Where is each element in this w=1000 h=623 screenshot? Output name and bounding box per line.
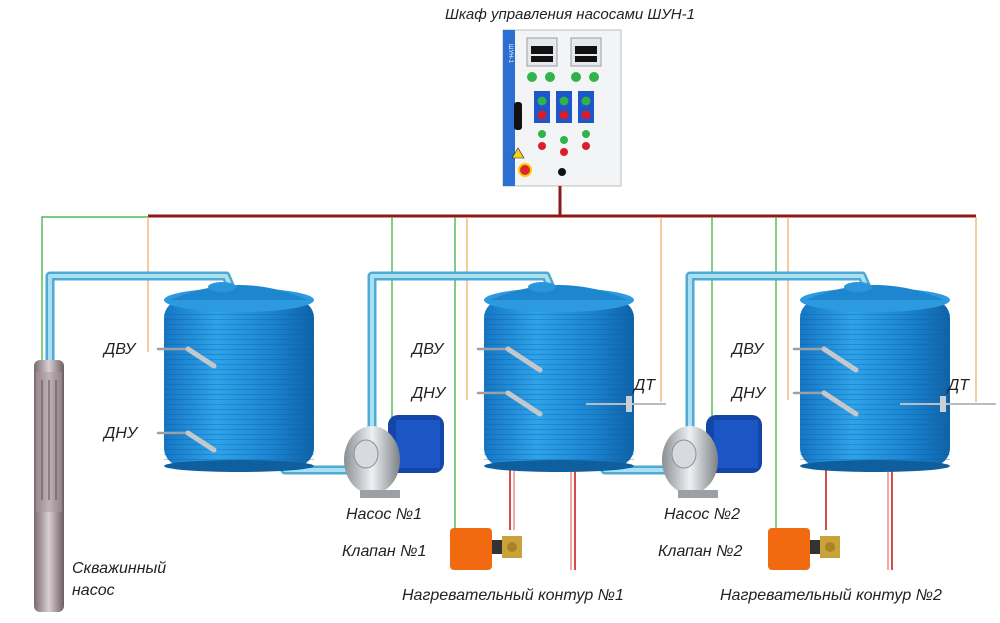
tank-1 bbox=[164, 282, 314, 472]
control-cabinet: ШУН-1 bbox=[502, 29, 622, 187]
heating-circuit-1-label: Нагревательный контур №1 bbox=[402, 587, 624, 604]
tank-3-temp-sensor-label: ДТ bbox=[948, 377, 970, 394]
control-cabinet-title: Шкаф управления насосами ШУН-1 bbox=[445, 6, 695, 23]
valve-2-label: Клапан №2 bbox=[658, 543, 743, 560]
power-bus bbox=[148, 186, 976, 218]
valve-1 bbox=[450, 528, 522, 570]
tank-3 bbox=[800, 282, 950, 472]
borehole-pump-label: Скважинный насос bbox=[72, 558, 166, 602]
tank-3-upper-sensor-label: ДВУ bbox=[732, 341, 764, 358]
borehole-pump-label-line2: насос bbox=[72, 582, 115, 599]
level-sensors bbox=[156, 346, 859, 453]
tank-2 bbox=[484, 282, 634, 472]
borehole-pump bbox=[34, 360, 64, 612]
tank-2-lower-sensor-label: ДНУ bbox=[412, 385, 446, 402]
cabinet-side-label: ШУН-1 bbox=[507, 44, 513, 64]
svg-text:ШУН-1: ШУН-1 bbox=[507, 44, 513, 64]
signal-wires-green bbox=[41, 216, 777, 532]
valve-2 bbox=[768, 528, 840, 570]
valve-1-label: Клапан №1 bbox=[342, 543, 427, 560]
tank-1-upper-sensor-label: ДВУ bbox=[104, 341, 136, 358]
pump-1 bbox=[344, 415, 444, 498]
tank-2-upper-sensor-label: ДВУ bbox=[412, 341, 444, 358]
pump-2 bbox=[662, 415, 762, 498]
tank-1-lower-sensor-label: ДНУ bbox=[104, 425, 138, 442]
pump-2-label: Насос №2 bbox=[664, 506, 741, 523]
tank-3-lower-sensor-label: ДНУ bbox=[732, 385, 766, 402]
heating-circuit-2-label: Нагревательный контур №2 bbox=[720, 587, 942, 604]
tank-2-temp-sensor-label: ДТ bbox=[634, 377, 656, 394]
borehole-pump-label-line1: Скважинный bbox=[72, 560, 167, 577]
pump-1-label: Насос №1 bbox=[346, 506, 423, 523]
signal-wires-orange bbox=[147, 217, 977, 402]
temp-sensors bbox=[586, 396, 996, 412]
